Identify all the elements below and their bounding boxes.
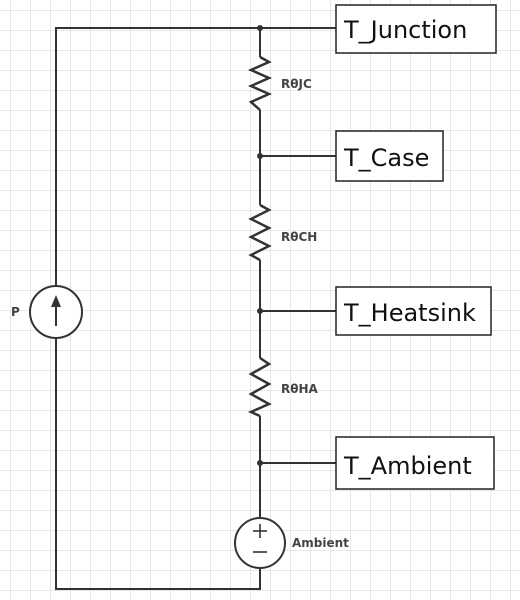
terminal-label-ambient: T_Ambient	[343, 452, 472, 480]
voltage-source-label: Ambient	[292, 536, 349, 550]
resistor-label-rthjc: RθJC	[281, 77, 312, 91]
terminal-ambient: T_Ambient	[335, 436, 495, 490]
terminal-case: T_Case	[335, 130, 444, 182]
terminal-box-case	[335, 130, 444, 182]
terminal-heatsink: T_Heatsink	[335, 286, 492, 336]
resistor-rthch	[248, 203, 272, 262]
resistor-rthha	[247, 356, 272, 418]
current-source	[29, 285, 83, 339]
node-heatsink	[257, 308, 263, 314]
terminal-junction: T_Junction	[335, 4, 497, 54]
terminal-box-ambient	[335, 436, 495, 490]
terminal-label-junction: T_Junction	[343, 16, 467, 44]
voltage-source-circle	[234, 517, 286, 569]
node-case	[257, 153, 263, 159]
terminal-label-heatsink: T_Heatsink	[343, 299, 476, 327]
terminal-box-heatsink	[335, 286, 492, 336]
resistor-label-rthch: RθCH	[281, 230, 317, 244]
node-junction	[257, 25, 263, 31]
terminal-label-case: T_Case	[343, 144, 429, 172]
current-arrowhead-icon	[51, 295, 61, 307]
power-source-label: P	[11, 305, 20, 319]
terminal-box-junction	[335, 4, 497, 54]
resistor-rthjc	[247, 55, 273, 111]
voltage-source	[234, 517, 286, 569]
resistor-label-rthha: RθHA	[281, 382, 319, 396]
node-ambient	[257, 460, 263, 466]
outer-loop-wire	[55, 27, 261, 590]
